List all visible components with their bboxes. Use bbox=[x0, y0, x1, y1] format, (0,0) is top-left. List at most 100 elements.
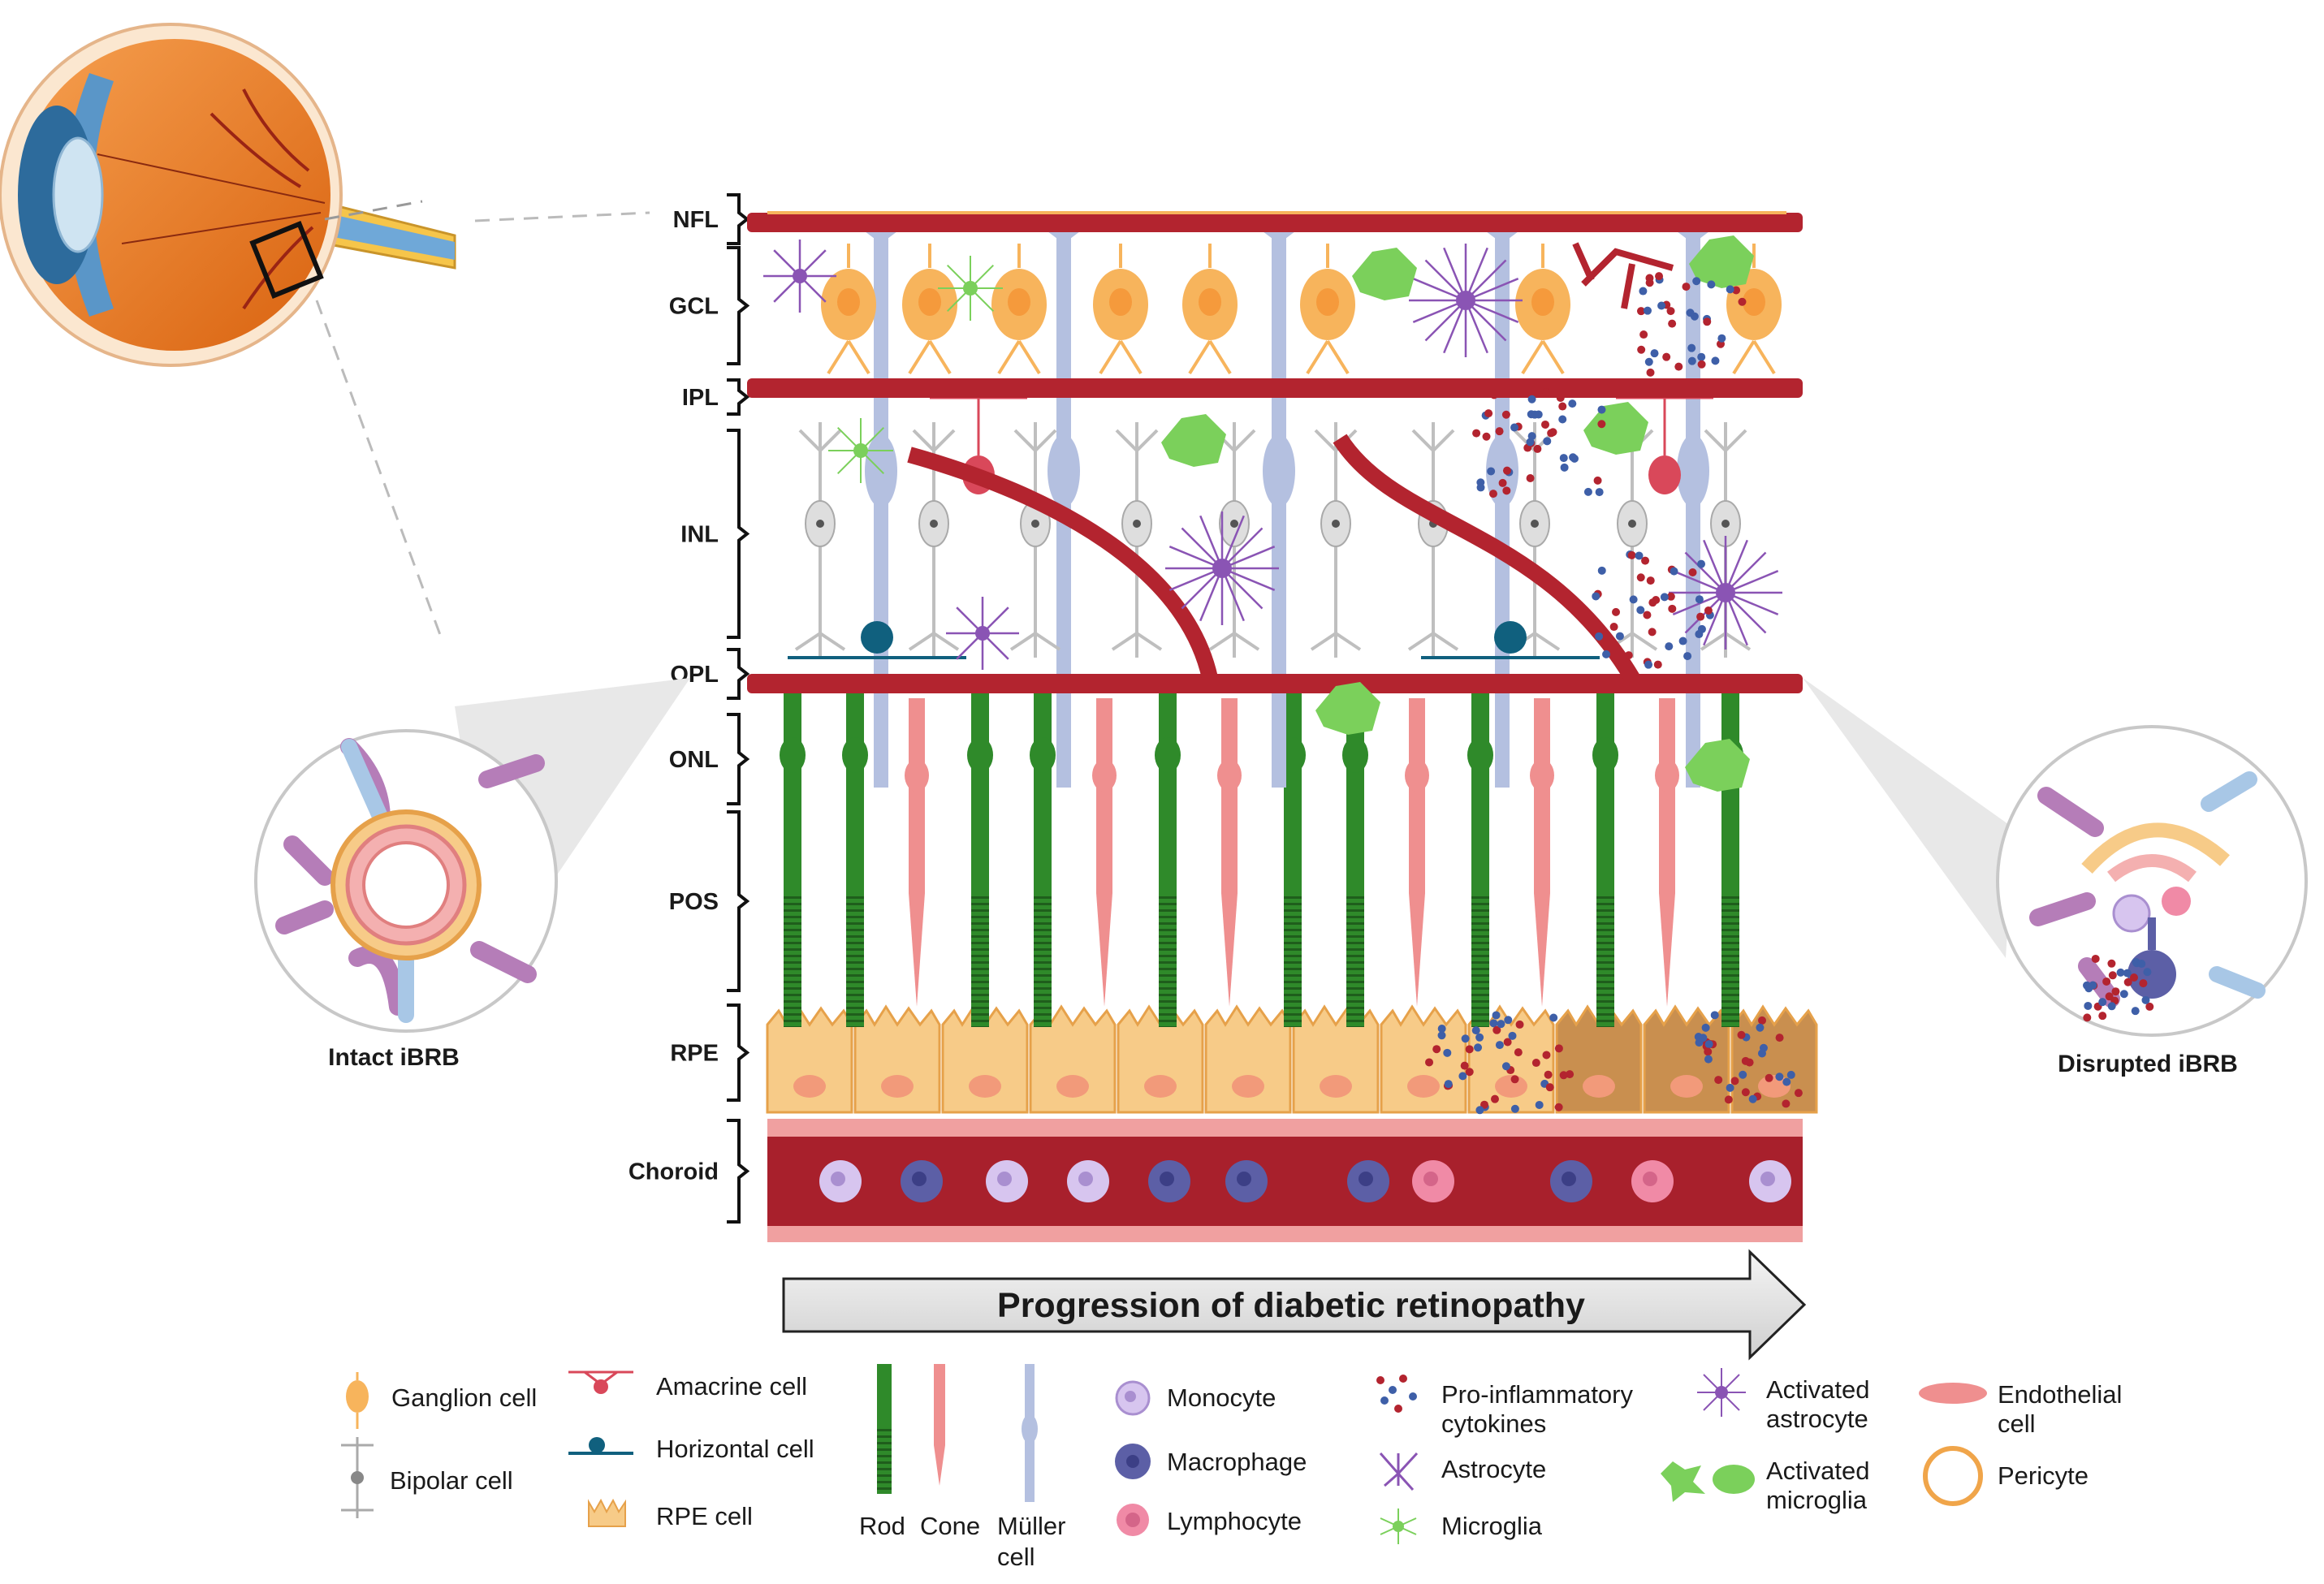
cone-cell bbox=[1096, 698, 1112, 893]
cytokine bbox=[1471, 1026, 1480, 1035]
cytokine bbox=[1738, 297, 1747, 306]
legend-amacrine-label: Amacrine cell bbox=[656, 1372, 807, 1401]
cytokine bbox=[1556, 393, 1565, 402]
legend: Ganglion cell Bipolar cell Amacrine cell… bbox=[341, 1364, 2122, 1571]
legend-rpe-label: RPE cell bbox=[656, 1502, 753, 1530]
cytokine bbox=[1726, 1083, 1734, 1092]
cytokine bbox=[1704, 1047, 1713, 1056]
rod-nucleus bbox=[1592, 737, 1618, 773]
bipolar-nucleus bbox=[816, 520, 824, 528]
cytokine bbox=[1482, 432, 1491, 441]
cytokine bbox=[1595, 488, 1604, 497]
microglia-icon bbox=[1380, 1508, 1417, 1544]
muller-soma bbox=[1677, 434, 1709, 507]
rod-outer-segment bbox=[784, 893, 801, 1027]
cytokine bbox=[2108, 971, 2117, 980]
cell-nucleus bbox=[1160, 1172, 1174, 1186]
retinal-vessels bbox=[747, 213, 1803, 693]
microglia bbox=[853, 443, 868, 458]
cytokine bbox=[1707, 280, 1716, 289]
rpe-nucleus bbox=[1407, 1075, 1440, 1098]
rpe-nucleus bbox=[1320, 1075, 1352, 1098]
astrocyte-icon bbox=[1379, 1452, 1419, 1491]
cytokine bbox=[1732, 286, 1741, 295]
ganglion-process bbox=[997, 244, 1041, 375]
cytokine bbox=[1560, 463, 1569, 472]
cytokine bbox=[2131, 1007, 2140, 1016]
cell-nucleus bbox=[1562, 1172, 1576, 1186]
bipolar-nucleus bbox=[1133, 520, 1141, 528]
cytokine bbox=[1437, 1031, 1446, 1040]
legend-macrophage-label: Macrophage bbox=[1167, 1448, 1307, 1476]
ganglion-cells bbox=[767, 211, 1786, 375]
bipolar-nucleus bbox=[1031, 520, 1039, 528]
rpe-cell bbox=[1555, 1004, 1643, 1114]
bipolar-nucleus bbox=[1721, 520, 1730, 528]
cytokine bbox=[1695, 630, 1704, 639]
rod-nucleus bbox=[842, 737, 868, 773]
cytokine bbox=[1697, 559, 1706, 568]
cytokine bbox=[2102, 977, 2111, 986]
cytokine-dots bbox=[1425, 272, 1803, 1115]
cytokine bbox=[1554, 1103, 1563, 1111]
cytokine bbox=[1696, 612, 1705, 621]
layer-label-choroid: Choroid bbox=[629, 1159, 719, 1185]
layer-label-inl: INL bbox=[680, 522, 719, 548]
cytokine bbox=[1568, 399, 1577, 408]
cytokine bbox=[1704, 1040, 1713, 1049]
rpe-cell bbox=[941, 1004, 1029, 1114]
lymphocyte-icon bbox=[1117, 1504, 1149, 1536]
cytokine bbox=[1629, 595, 1638, 604]
rpe-nucleus bbox=[969, 1075, 1001, 1098]
cytokine bbox=[1489, 1019, 1498, 1028]
cytokine bbox=[1637, 345, 1646, 354]
activated-astrocyte-icon bbox=[1697, 1368, 1746, 1417]
astrocyte bbox=[975, 626, 990, 641]
cytokine bbox=[1665, 642, 1674, 651]
rod-cell bbox=[1159, 690, 1177, 893]
rod-nucleus bbox=[967, 737, 993, 773]
rpe-nucleus bbox=[793, 1075, 826, 1098]
rod-cell bbox=[1721, 690, 1739, 893]
bracket-onl bbox=[727, 713, 750, 805]
cytokine bbox=[1666, 307, 1675, 316]
cytokine bbox=[1593, 476, 1602, 485]
cytokine bbox=[2091, 954, 2100, 963]
cytokine bbox=[2141, 995, 2150, 1004]
retina-cross-section bbox=[747, 211, 1818, 1242]
ganglion-nucleus bbox=[1109, 288, 1132, 316]
cytokine bbox=[1737, 1030, 1746, 1039]
rod-icon bbox=[877, 1364, 892, 1494]
cytokine bbox=[1549, 1013, 1558, 1022]
cytokine bbox=[1687, 356, 1696, 365]
bracket-pos bbox=[727, 810, 750, 992]
ganglion-process bbox=[908, 244, 952, 375]
bracket-opl bbox=[727, 648, 750, 700]
rpe-nucleus bbox=[1056, 1075, 1089, 1098]
cytokine bbox=[1602, 650, 1611, 658]
choroid-blood-cells bbox=[819, 1160, 1791, 1202]
ganglion-nucleus bbox=[1531, 288, 1554, 316]
rpe-nucleus bbox=[1232, 1075, 1264, 1098]
activated-microglia bbox=[1689, 235, 1754, 288]
ganglion-nucleus bbox=[1743, 288, 1765, 316]
cytokine bbox=[1542, 388, 1551, 397]
cytokine bbox=[1554, 1044, 1563, 1053]
cytokine bbox=[1624, 651, 1633, 660]
cytokine bbox=[1692, 277, 1701, 286]
cytokine bbox=[1476, 483, 1485, 492]
cone-icon bbox=[934, 1364, 945, 1486]
pericyte-icon bbox=[1923, 1446, 1983, 1506]
cytokine bbox=[1644, 660, 1653, 669]
cytokine bbox=[1543, 437, 1552, 446]
cytokine bbox=[1726, 285, 1734, 294]
progression-label: Progression of diabetic retinopathy bbox=[997, 1286, 1585, 1325]
cytokine bbox=[1535, 1100, 1544, 1109]
cone-cell bbox=[1221, 698, 1238, 893]
cytokine bbox=[1627, 550, 1636, 559]
cone-cell bbox=[1409, 698, 1425, 893]
rod-outer-segment bbox=[1034, 893, 1052, 1027]
cytokine bbox=[1646, 368, 1655, 377]
cytokine bbox=[1544, 1070, 1553, 1079]
layer-brackets bbox=[727, 193, 750, 1224]
